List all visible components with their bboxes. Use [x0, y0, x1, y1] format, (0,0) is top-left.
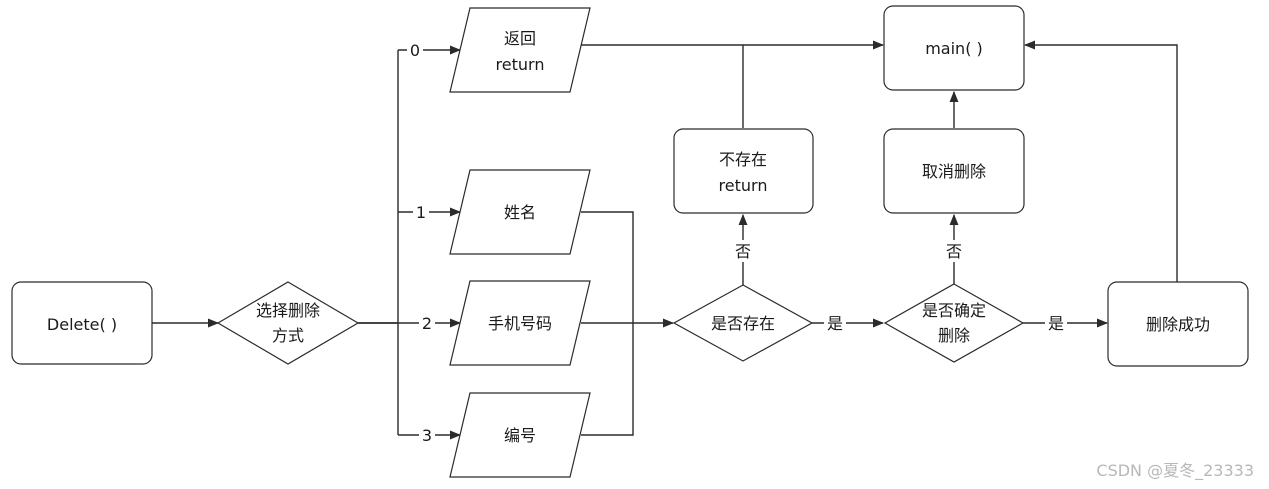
edge-label-confirm-no: 否: [946, 242, 962, 261]
node-delete-success-label: 删除成功: [1146, 315, 1210, 334]
edge-label-exists-yes: 是: [827, 314, 843, 333]
edge-label-opt2: 2: [422, 314, 432, 333]
edge-label-opt1: 1: [416, 203, 426, 222]
edge-label-confirm-yes: 是: [1048, 314, 1064, 333]
edge-labels: 0 1 2 3 否 是 否 是: [407, 40, 1067, 445]
watermark-label: CSDN @夏冬_23333: [1096, 461, 1254, 481]
node-delete: Delete( ): [11, 281, 153, 365]
edge-label-opt3: 3: [422, 426, 432, 445]
node-choose-mode: 选择删除 方式: [216, 281, 360, 365]
node-choose-mode-line2: 方式: [272, 326, 304, 345]
node-exists-check: 是否存在: [672, 284, 814, 362]
node-main: main( ): [883, 5, 1025, 91]
node-exists-check-label: 是否存在: [711, 314, 775, 333]
node-cancel-delete: 取消删除: [883, 128, 1025, 214]
node-confirm-check-line2: 删除: [938, 326, 970, 345]
node-by-name: 姓名: [449, 169, 591, 255]
node-confirm-check-line1: 是否确定: [922, 301, 986, 320]
node-not-exists-line1: 不存在: [719, 150, 767, 169]
node-by-phone: 手机号码: [449, 280, 591, 366]
node-return: 返回 return: [449, 7, 591, 93]
edge-label-exists-no: 否: [735, 242, 751, 261]
node-return-line2: return: [496, 55, 545, 74]
node-delete-label: Delete( ): [47, 315, 117, 334]
edge-success-to-main: [1023, 40, 1178, 282]
node-confirm-check: 是否确定 删除: [883, 283, 1025, 363]
node-main-label: main( ): [925, 39, 983, 58]
node-cancel-delete-label: 取消删除: [922, 162, 986, 181]
node-by-name-label: 姓名: [504, 203, 536, 222]
node-by-id: 编号: [449, 392, 591, 478]
edge-label-opt0: 0: [410, 41, 420, 60]
connectors: [152, 40, 1178, 440]
node-by-id-label: 编号: [504, 426, 536, 445]
node-not-exists-line2: return: [719, 176, 768, 195]
node-delete-success: 删除成功: [1107, 281, 1249, 367]
node-by-phone-label: 手机号码: [488, 314, 552, 333]
node-return-line1: 返回: [504, 29, 536, 48]
node-not-exists: 不存在 return: [673, 128, 814, 214]
node-choose-mode-line1: 选择删除: [256, 301, 320, 320]
